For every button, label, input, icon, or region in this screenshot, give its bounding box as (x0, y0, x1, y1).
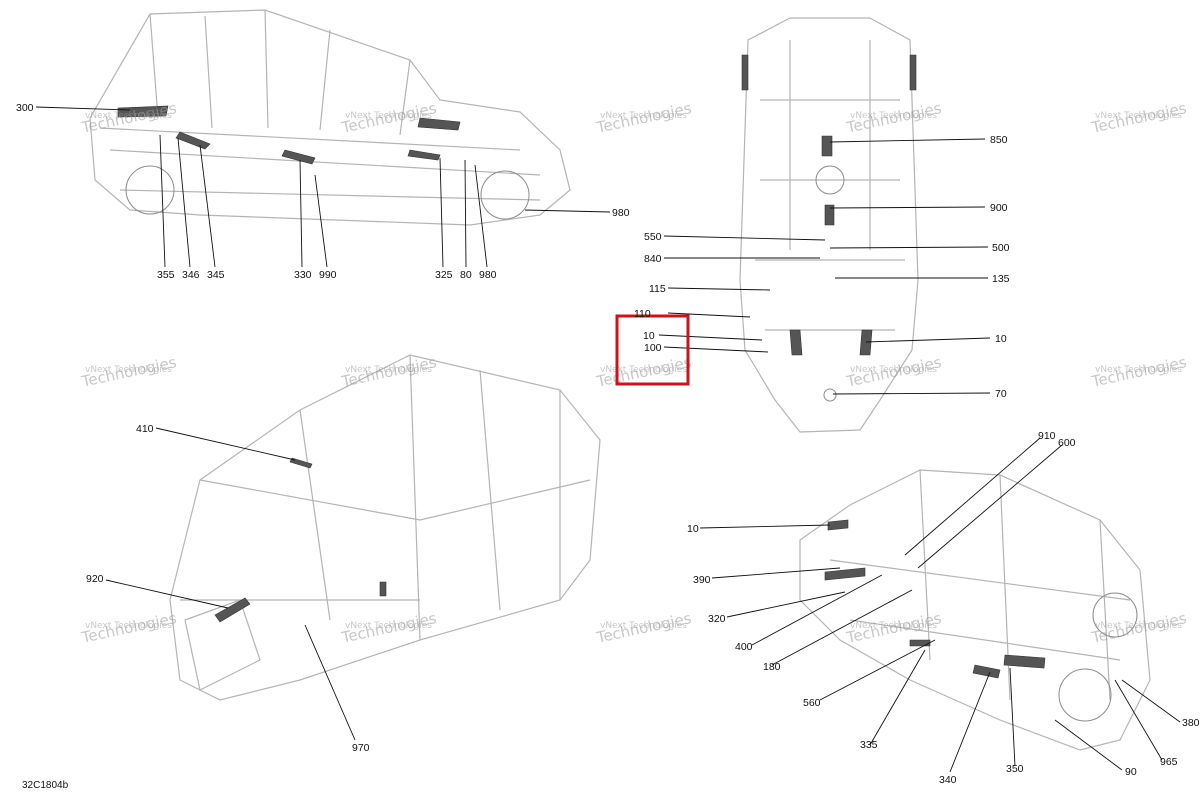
callout-180[interactable]: 180 (763, 661, 781, 673)
callout-346[interactable]: 346 (182, 269, 200, 281)
watermark-text: vNext Technologies (345, 621, 432, 631)
callout-400[interactable]: 400 (735, 641, 753, 653)
callouts-rear-view: 910 600 10 390 320 400 180 560 335 340 3… (687, 430, 1200, 786)
callout-320[interactable]: 320 (708, 613, 726, 625)
callout-380[interactable]: 380 (1182, 717, 1200, 729)
callout-80[interactable]: 80 (460, 269, 472, 281)
watermark-text: vNext Technologies (345, 365, 432, 375)
watermark-text: vNext Technologies (1095, 111, 1182, 121)
watermark-text: vNext Technologies (600, 111, 687, 121)
callout-135[interactable]: 135 (992, 273, 1010, 285)
watermark-text: vNext Technologies (600, 365, 687, 375)
diagram-code: 32C1804b (22, 780, 69, 791)
watermark-text: vNext Technologies (850, 621, 937, 631)
watermark-text: Technologies (339, 609, 438, 647)
top-view-vehicle (739, 17, 919, 433)
watermark-text: Technologies (79, 609, 178, 647)
watermark-text: Technologies (594, 609, 693, 647)
watermark-text: Technologies (339, 99, 438, 137)
watermark-text: vNext Technologies (85, 111, 172, 121)
callout-10-rear[interactable]: 10 (687, 523, 699, 535)
callout-390[interactable]: 390 (693, 574, 711, 586)
callout-90[interactable]: 90 (1125, 766, 1137, 778)
callouts-side-view: 300 355 346 345 330 990 325 80 980 980 (16, 102, 630, 281)
callout-840[interactable]: 840 (644, 253, 662, 265)
callout-115[interactable]: 115 (649, 283, 666, 295)
highlight-box (615, 314, 690, 386)
callout-410[interactable]: 410 (136, 423, 154, 435)
front-view-vehicle (169, 354, 601, 701)
callout-990[interactable]: 990 (319, 269, 337, 281)
watermark-text: vNext Technologies (85, 621, 172, 631)
callout-500[interactable]: 500 (992, 242, 1010, 254)
watermark-text: vNext Technologies (850, 365, 937, 375)
watermark-text: Technologies (1089, 353, 1188, 391)
watermark-text: Technologies (844, 353, 943, 391)
callout-335[interactable]: 335 (860, 739, 878, 751)
callout-325[interactable]: 325 (435, 269, 453, 281)
watermark-text: Technologies (594, 99, 693, 137)
watermark-text: vNext Technologies (85, 365, 172, 375)
callout-345[interactable]: 345 (207, 269, 225, 281)
watermark-text: Technologies (1089, 99, 1188, 137)
callout-350[interactable]: 350 (1006, 763, 1024, 775)
callout-965[interactable]: 965 (1160, 756, 1178, 768)
callout-600[interactable]: 600 (1058, 437, 1076, 449)
watermark-text: Technologies (79, 353, 178, 391)
watermark-text: Technologies (1089, 609, 1188, 647)
watermark-text: Technologies (844, 99, 943, 137)
watermark-text: vNext Technologies (345, 111, 432, 121)
rear-view-vehicle (799, 469, 1151, 751)
callout-980-bottom[interactable]: 980 (479, 269, 497, 281)
watermark-text: vNext Technologies (850, 111, 937, 121)
watermark-text: vNext Technologies (600, 621, 687, 631)
callout-550[interactable]: 550 (644, 231, 662, 243)
callout-340[interactable]: 340 (939, 774, 957, 786)
callout-355[interactable]: 355 (157, 269, 175, 281)
callout-10-right[interactable]: 10 (995, 333, 1007, 345)
callout-10-highlighted[interactable]: 10 (643, 330, 655, 342)
callout-560[interactable]: 560 (803, 697, 821, 709)
callout-70[interactable]: 70 (995, 388, 1007, 400)
callout-900[interactable]: 900 (990, 202, 1008, 214)
watermark-text: vNext Technologies (1095, 365, 1182, 375)
callout-920[interactable]: 920 (86, 573, 104, 585)
leader-lines (35, 106, 1181, 773)
watermark-text: Technologies (339, 353, 438, 391)
callouts-top-view: 850 900 550 500 840 135 115 110 10 100 1… (634, 134, 1010, 400)
callouts-front-view: 410 920 970 (86, 423, 370, 754)
watermark-text: vNext Technologies (1095, 621, 1182, 631)
callout-980-right[interactable]: 980 (612, 207, 630, 219)
callout-970[interactable]: 970 (352, 742, 370, 754)
callout-330[interactable]: 330 (294, 269, 312, 281)
callout-100[interactable]: 100 (644, 342, 662, 354)
callout-110[interactable]: 110 (634, 308, 651, 320)
callout-300[interactable]: 300 (16, 102, 34, 114)
side-view-vehicle (89, 9, 571, 226)
callout-910[interactable]: 910 (1038, 430, 1056, 442)
callout-850[interactable]: 850 (990, 134, 1008, 146)
